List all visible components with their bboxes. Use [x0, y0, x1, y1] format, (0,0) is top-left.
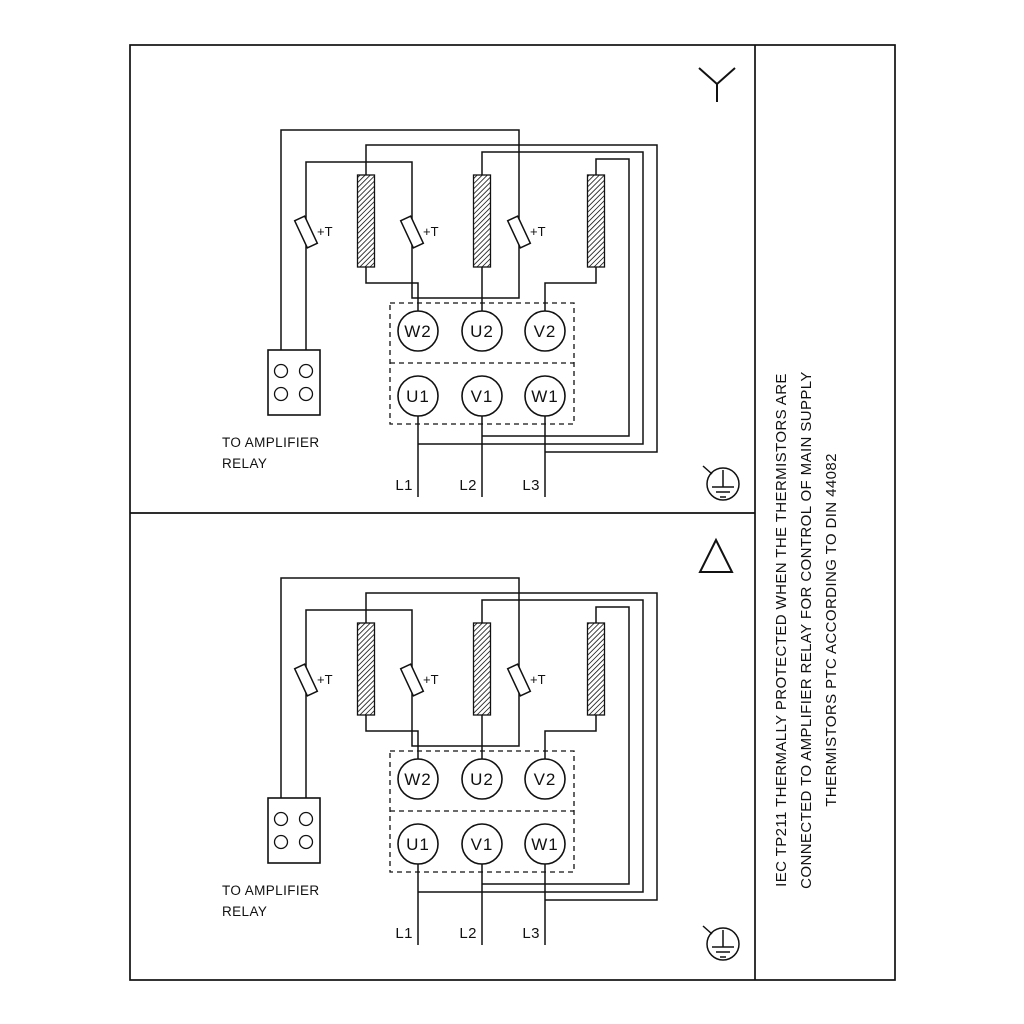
- supply-l1-label: L1: [395, 477, 413, 494]
- supply-l2-label: L2: [459, 925, 477, 942]
- amplifier-relay: TO AMPLIFIER RELAY: [222, 797, 321, 919]
- terminal-w1: W1: [524, 823, 566, 865]
- thermistor-3: +T: [506, 215, 546, 249]
- mains-supply: L1 L2 L3: [395, 416, 546, 497]
- terminal-w1: W1: [524, 375, 566, 417]
- motor-windings: [356, 622, 606, 716]
- thermistor-label: +T: [423, 224, 439, 239]
- amplifier-relay: TO AMPLIFIER RELAY: [222, 349, 321, 471]
- panel-delta: +T +T +T TO AMPLIFIER RELAY W2: [222, 537, 740, 961]
- thermistor-circuit-wires: [280, 577, 520, 798]
- terminal-w2: W2: [397, 758, 439, 800]
- thermistor-icon: [399, 215, 425, 249]
- supply-l3-label: L3: [522, 477, 540, 494]
- terminal-v1: V1: [461, 823, 503, 865]
- panel-star: +T +T +T TO AMPLIFIER RELAY: [222, 67, 740, 501]
- earth-ground-icon: [702, 465, 740, 501]
- terminal-label: U2: [470, 322, 494, 341]
- terminal-w2: W2: [397, 310, 439, 352]
- star-connection-icon: [698, 67, 736, 102]
- winding-wires: [365, 592, 658, 901]
- relay-box: [267, 797, 321, 864]
- terminal-label: W1: [531, 387, 559, 406]
- thermistor-2: +T: [399, 215, 439, 249]
- supply-l3-label: L3: [522, 925, 540, 942]
- terminal-v1: V1: [461, 375, 503, 417]
- relay-label-line1: TO AMPLIFIER: [222, 883, 320, 898]
- thermistor-label: +T: [530, 224, 546, 239]
- winding-bar: [472, 622, 492, 716]
- terminal-label: V1: [471, 835, 494, 854]
- earth-ground-icon: [702, 925, 740, 961]
- thermistor-1: +T: [293, 215, 333, 249]
- thermistor-icon: [506, 663, 532, 697]
- side-note-line3: THERMISTORS PTC ACCORDING TO DIN 44082: [823, 453, 840, 807]
- relay-label-line2: RELAY: [222, 904, 267, 919]
- motor-windings: [356, 174, 606, 268]
- winding-bar: [586, 622, 606, 716]
- thermistor-icon: [293, 663, 319, 697]
- thermistor-icon: [506, 215, 532, 249]
- thermistor-label: +T: [317, 672, 333, 687]
- winding-bar: [472, 174, 492, 268]
- terminal-board: W2 U2 V2 U1 V1 W1: [389, 302, 575, 425]
- relay-label-line2: RELAY: [222, 456, 267, 471]
- thermistor-label: +T: [317, 224, 333, 239]
- terminal-label: U1: [406, 387, 430, 406]
- terminal-v2: V2: [524, 758, 566, 800]
- winding-wires: [365, 144, 658, 453]
- terminal-board: W2 U2 V2 U1 V1 W1: [389, 750, 575, 873]
- thermistor-label: +T: [423, 672, 439, 687]
- winding-bar: [356, 622, 376, 716]
- thermistor-1: +T: [293, 663, 333, 697]
- side-note: IEC TP211 THERMALLY PROTECTED WHEN THE T…: [773, 371, 840, 889]
- terminal-u1: U1: [397, 375, 439, 417]
- terminal-v2: V2: [524, 310, 566, 352]
- thermistor-circuit-wires: [280, 129, 520, 350]
- supply-l1-label: L1: [395, 925, 413, 942]
- terminal-label: W2: [404, 770, 432, 789]
- winding-bar: [586, 174, 606, 268]
- winding-bar: [356, 174, 376, 268]
- drawing-frame: [129, 44, 896, 981]
- thermistor-label: +T: [530, 672, 546, 687]
- terminal-u1: U1: [397, 823, 439, 865]
- side-note-line2: CONNECTED TO AMPLIFIER RELAY FOR CONTROL…: [798, 371, 815, 889]
- supply-l2-label: L2: [459, 477, 477, 494]
- mains-supply: L1 L2 L3: [395, 864, 546, 945]
- terminal-label: V2: [534, 322, 557, 341]
- delta-connection-icon: [698, 537, 734, 573]
- terminal-label: U2: [470, 770, 494, 789]
- terminal-u2: U2: [461, 310, 503, 352]
- relay-box: [267, 349, 321, 416]
- terminal-label: W1: [531, 835, 559, 854]
- terminal-label: W2: [404, 322, 432, 341]
- side-note-line1: IEC TP211 THERMALLY PROTECTED WHEN THE T…: [773, 373, 790, 887]
- terminal-label: V2: [534, 770, 557, 789]
- thermistor-3: +T: [506, 663, 546, 697]
- thermistor-icon: [399, 663, 425, 697]
- thermistor-icon: [293, 215, 319, 249]
- relay-label-line1: TO AMPLIFIER: [222, 435, 320, 450]
- terminal-label: U1: [406, 835, 430, 854]
- terminal-u2: U2: [461, 758, 503, 800]
- terminal-label: V1: [471, 387, 494, 406]
- thermistor-2: +T: [399, 663, 439, 697]
